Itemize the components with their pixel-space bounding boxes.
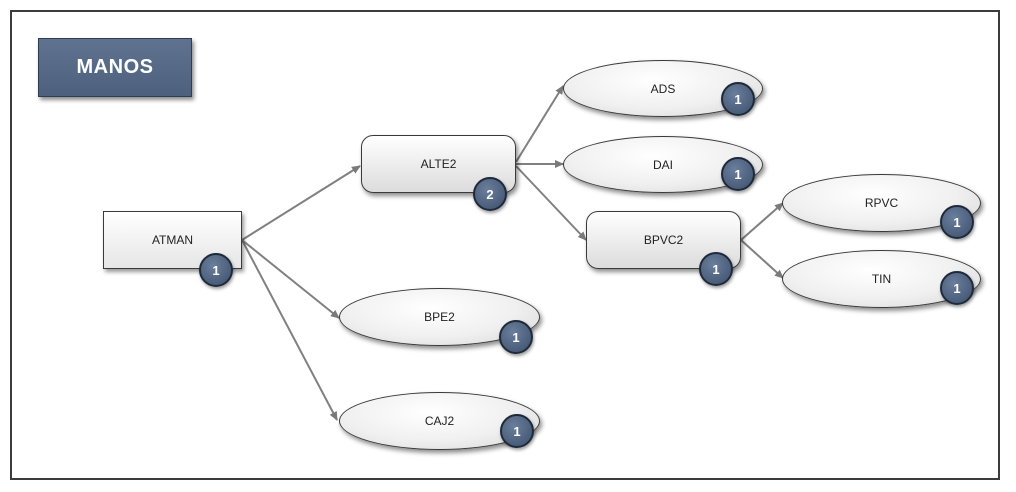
edge-bpvc2-rpvc [740, 202, 784, 241]
edge-alte2-ads [515, 85, 564, 163]
node-tin-label: TIN [871, 272, 892, 286]
node-rpvc-badge: 1 [940, 205, 974, 239]
node-caj2-badge: 1 [500, 414, 534, 448]
node-dai-label: DAI [652, 157, 673, 172]
diagram-title: MANOS [38, 38, 192, 97]
edge-atman-alte2 [241, 165, 361, 241]
node-atman: ATMAN [103, 211, 242, 269]
node-tin-badge: 1 [940, 271, 974, 305]
node-dai-badge: 1 [721, 157, 755, 191]
node-alte2-label: ALTE2 [420, 157, 457, 171]
node-caj2-label: CAJ2 [424, 414, 455, 428]
node-bpvc2-label: BPVC2 [643, 233, 684, 247]
node-bpe2-label: BPE2 [424, 310, 455, 324]
node-ads-badge: 1 [721, 82, 755, 116]
node-atman-badge: 1 [199, 253, 233, 287]
node-rpvc-label: RPVC [864, 196, 899, 210]
node-alte2-badge: 2 [473, 177, 507, 211]
edge-atman-caj2 [241, 239, 338, 421]
node-bpvc2-badge: 1 [699, 252, 733, 286]
edge-atman-bpe2 [241, 239, 340, 319]
edge-alte2-bpvc2 [515, 165, 587, 241]
node-bpe2-badge: 1 [499, 320, 533, 354]
node-ads-label: ADS [650, 81, 676, 96]
edge-bpvc2-tin [740, 239, 784, 279]
node-atman-label: ATMAN [151, 233, 194, 247]
